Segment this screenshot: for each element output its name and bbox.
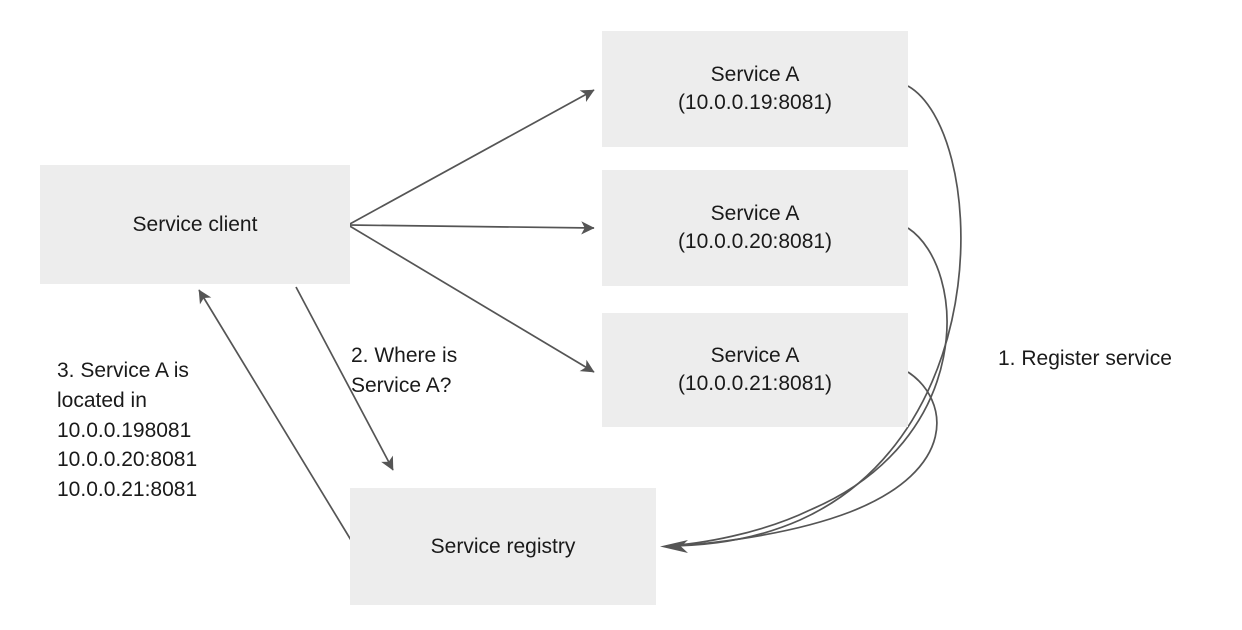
node-service-a-instance-1-label: Service A (10.0.0.19:8081) [677,63,833,114]
edge-client-to-service-a-1 [347,89,595,226]
node-service-a-instance-1[interactable]: Service A (10.0.0.19:8081) [602,31,908,147]
node-service-a-instance-2-label: Service A (10.0.0.20:8081) [677,202,833,253]
caption-step-2-where-is-service-a: 2. Where is Service A? [351,344,458,397]
node-service-registry-label: Service registry [430,534,576,558]
node-service-client[interactable]: Service client [40,165,350,284]
node-service-a-instance-3-label: Service A (10.0.0.21:8081) [677,344,833,395]
edge-register-arrowhead [660,540,688,553]
caption-step-1-register-service: 1. Register service [998,347,1172,370]
node-service-client-label: Service client [132,212,258,236]
node-service-registry[interactable]: Service registry [350,488,656,605]
node-service-a-instance-2[interactable]: Service A (10.0.0.20:8081) [602,170,908,286]
node-service-a-instance-3[interactable]: Service A (10.0.0.21:8081) [602,313,908,427]
caption-step-3-service-a-locations: 3. Service A is located in 10.0.0.198081… [57,359,198,502]
edge-client-to-service-a-2 [347,221,595,235]
